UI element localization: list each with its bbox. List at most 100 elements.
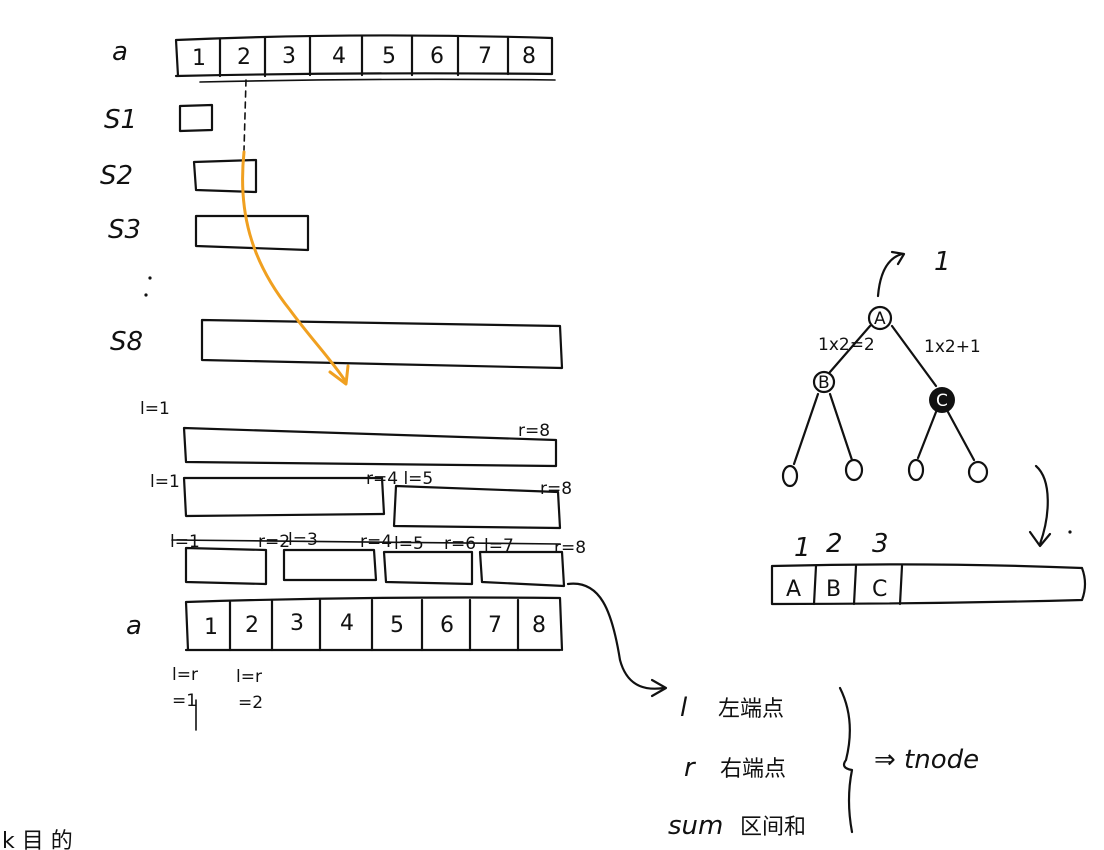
storage-dividers — [812, 564, 904, 606]
brace — [838, 686, 854, 834]
edge-right-label: 1x2+1 — [924, 337, 981, 357]
storage-cell-c: C — [872, 577, 887, 602]
s1-label: S1 — [104, 105, 137, 135]
leaf-note-2a: l=r — [236, 667, 262, 687]
leaf-1 — [781, 464, 799, 488]
top-array: a 1 2 3 4 5 6 7 8 — [112, 34, 556, 83]
dot — [1068, 530, 1072, 534]
prefix-sums: S1 S2 S3 S8 — [100, 103, 564, 370]
s2-bar — [192, 158, 258, 194]
lvl1-r: r=8 — [540, 479, 572, 499]
bottom-cell-3: 3 — [290, 611, 304, 636]
top-array-dividers — [218, 34, 510, 78]
s8-bar — [200, 318, 564, 370]
lvl2-bar-4 — [478, 550, 566, 588]
index-2: 2 — [826, 529, 843, 559]
top-array-frame — [174, 34, 554, 78]
top-cell-2: 2 — [237, 45, 251, 70]
lvl2-bar-3 — [382, 550, 474, 586]
bottom-cell-1: 1 — [204, 615, 218, 640]
bottom-array-dividers — [228, 598, 520, 652]
bottom-array-label: a — [126, 611, 142, 641]
node-c-label: C — [936, 391, 948, 411]
s8-label: S8 — [110, 327, 143, 357]
storage-array: 1 2 3 A B C — [770, 529, 1087, 606]
index-3: 3 — [872, 529, 889, 559]
lvl2-l1: l=1 — [170, 532, 200, 552]
tree-to-array-head — [1028, 530, 1052, 548]
s1-bar — [178, 103, 214, 133]
index-1: 1 — [794, 533, 811, 563]
storage-frame — [770, 563, 1087, 606]
node-b — [812, 370, 836, 394]
lvl2-bar-1 — [184, 546, 268, 586]
segment-levels: l=1 r=8 l=1 r=4 l=5 r=8 l=1 r=2 l=3 r=4 … — [140, 399, 586, 588]
root-pointer-arrow — [876, 252, 904, 298]
lvl2-r1: r=2 — [258, 532, 290, 552]
lvl2-l2: l=3 — [288, 530, 318, 550]
s3-bar — [194, 214, 310, 252]
node-a-label: A — [874, 309, 886, 329]
bottom-cell-5: 5 — [390, 613, 404, 638]
dots-2 — [144, 293, 148, 297]
bottom-cell-6: 6 — [440, 613, 454, 638]
lvl1-left-bar — [182, 476, 386, 518]
tnode-result: ⇒ tnode — [874, 745, 979, 775]
orange-arrow-path — [241, 150, 348, 384]
leaf-note-1b: =1 — [172, 691, 197, 711]
field-l-name: l — [680, 693, 688, 723]
tnode-arrow-head — [650, 678, 668, 698]
tree-to-array-arrow — [1034, 464, 1049, 546]
root-index: 1 — [934, 247, 951, 277]
top-cell-8: 8 — [522, 44, 536, 69]
guide-line — [243, 79, 247, 151]
lvl0-bar — [182, 426, 558, 468]
edge-left-label: 1x2=2 — [818, 335, 875, 355]
field-sum-name: sum — [668, 811, 723, 841]
tnode-arrow-path — [566, 582, 666, 690]
leaf-2 — [844, 458, 864, 482]
lvl2-r4: r=8 — [554, 538, 586, 558]
corner-text: k 目 的 — [2, 829, 73, 850]
top-cell-3: 3 — [282, 44, 296, 69]
top-cell-7: 7 — [478, 44, 492, 69]
bottom-array-frame — [184, 596, 564, 652]
lvl2-bar-2 — [282, 548, 378, 582]
node-a — [867, 305, 893, 331]
tnode-fields: l 左端点 r 右端点 sum 区间和 ⇒ tnode — [668, 686, 979, 841]
leaf-edges — [792, 392, 976, 466]
top-cell-1: 1 — [192, 46, 206, 71]
bottom-cell-8: 8 — [532, 613, 546, 638]
field-sum-desc: 区间和 — [740, 815, 806, 840]
s2-label: S2 — [100, 161, 133, 191]
edge-a-b — [828, 324, 872, 374]
top-cell-6: 6 — [430, 44, 444, 69]
s3-label: S3 — [108, 215, 141, 245]
bottom-cell-4: 4 — [340, 611, 354, 636]
lvl0-r: r=8 — [518, 421, 550, 441]
root-pointer-head — [890, 250, 906, 266]
leaf-note-1a: l=r — [172, 665, 198, 685]
lvl0-l: l=1 — [140, 399, 170, 419]
leaf-note-2b: =2 — [238, 693, 263, 713]
leaf-4 — [967, 460, 989, 484]
lvl2-r3: r=6 — [444, 534, 476, 554]
field-l-desc: 左端点 — [718, 697, 784, 722]
storage-cell-a: A — [786, 577, 801, 602]
edge-a-c — [890, 324, 938, 388]
field-r-name: r — [684, 753, 697, 783]
lvl1-right-bar — [392, 484, 562, 530]
orange-arrow-head — [328, 364, 350, 386]
storage-cell-b: B — [826, 577, 841, 602]
lvl1-l: l=1 — [150, 472, 180, 492]
top-array-underline — [199, 78, 556, 83]
node-b-label: B — [818, 373, 830, 393]
leaf-3 — [907, 458, 925, 482]
bottom-cell-2: 2 — [245, 613, 259, 638]
tree-diagram: 1 A B C 1x2=2 1x2+1 — [781, 247, 1072, 548]
lvl2-strike — [171, 539, 561, 545]
lvl2-l3: l=5 — [394, 534, 424, 554]
top-cell-5: 5 — [382, 44, 396, 69]
top-array-label: a — [112, 37, 128, 67]
